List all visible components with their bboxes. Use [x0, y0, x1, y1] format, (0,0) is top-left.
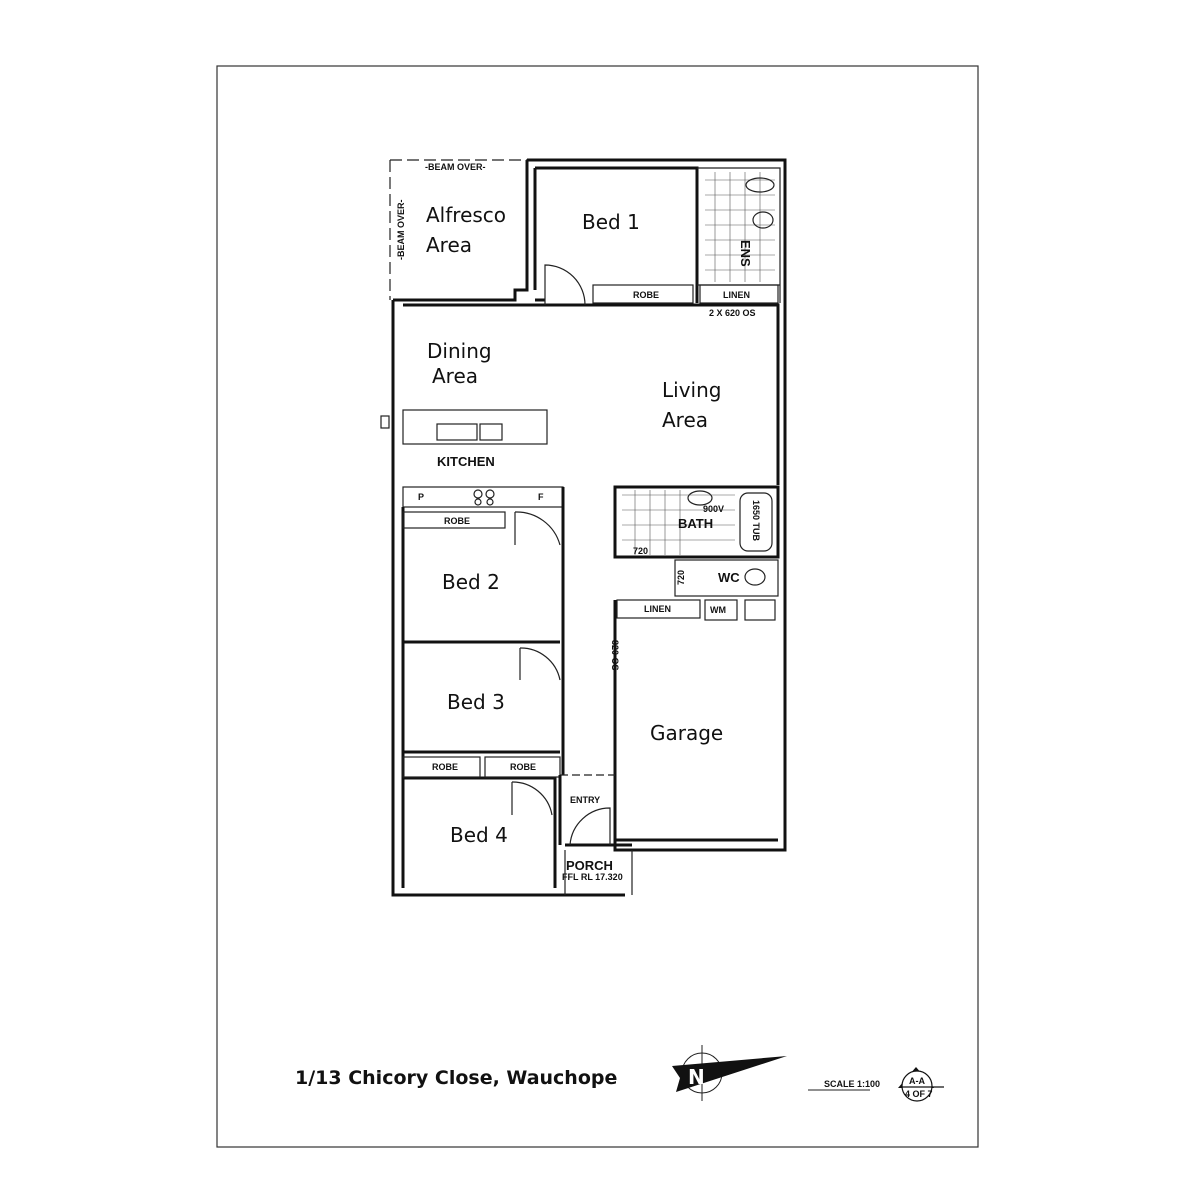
- room-kitchen: KITCHEN: [437, 454, 495, 469]
- linen-laundry: LINEN: [644, 604, 671, 614]
- sheet-border: [216, 65, 979, 1148]
- room-living-line2: Area: [662, 408, 708, 432]
- room-living-line1: Living: [662, 378, 721, 402]
- ffl-label: FFL RL 17.320: [562, 872, 623, 882]
- room-garage: Garage: [650, 721, 723, 745]
- tub-label: 1650 TUB: [751, 500, 761, 542]
- north-label: N: [688, 1065, 705, 1089]
- dim-720-bath: 720: [633, 546, 648, 556]
- dim-720-wc: 720: [676, 570, 686, 585]
- robe-bed1: ROBE: [633, 290, 659, 300]
- robe-bed3: ROBE: [432, 762, 458, 772]
- room-alfresco-line1: Alfresco: [426, 203, 506, 227]
- fridge-label: F: [538, 492, 544, 502]
- robe-bed4: ROBE: [510, 762, 536, 772]
- vanity-label: 900V: [703, 504, 724, 514]
- address-title: 1/13 Chicory Close, Wauchope: [295, 1067, 617, 1089]
- scale-label: SCALE 1:100: [824, 1079, 880, 1089]
- room-porch: PORCH: [566, 858, 613, 873]
- room-dining-line1: Dining: [427, 339, 492, 363]
- room-bed2: Bed 2: [442, 570, 500, 594]
- wm-label: WM: [710, 605, 726, 615]
- room-bed4: Bed 4: [450, 823, 508, 847]
- linen-bed1: LINEN: [723, 290, 750, 300]
- room-bed1: Bed 1: [582, 210, 640, 234]
- north-arrow-icon: N: [672, 1045, 787, 1101]
- robe-bed2: ROBE: [444, 516, 470, 526]
- sheet-label: 4 OF 7: [905, 1089, 933, 1099]
- room-ens: ENS: [738, 240, 753, 267]
- walls: [380, 158, 787, 897]
- room-dining-line2: Area: [432, 364, 478, 388]
- openings-garage: 820 OS: [610, 640, 620, 671]
- room-alfresco-line2: Area: [426, 233, 472, 257]
- pantry-label: P: [418, 492, 424, 502]
- beam-over-side: -BEAM OVER-: [396, 199, 406, 260]
- beam-over-top: -BEAM OVER-: [425, 162, 486, 172]
- room-entry: ENTRY: [570, 795, 600, 805]
- section-marker-icon: [898, 1067, 944, 1102]
- section-label: A-A: [909, 1076, 925, 1086]
- openings-living: 2 X 620 OS: [709, 308, 756, 318]
- room-wc: WC: [718, 570, 740, 585]
- room-bed3: Bed 3: [447, 690, 505, 714]
- room-bath: BATH: [678, 516, 713, 531]
